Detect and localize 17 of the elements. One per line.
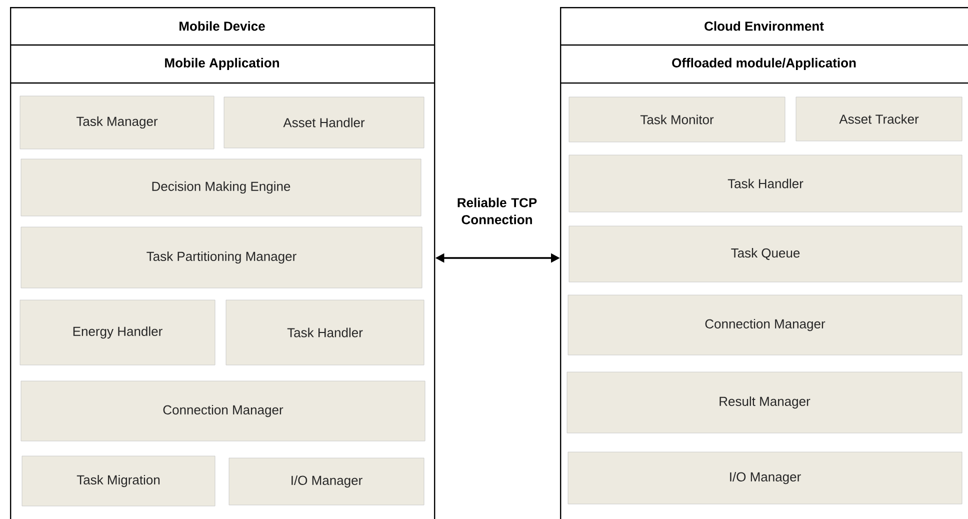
module-box: Result Manager [566, 372, 962, 434]
module-box: Energy Handler [20, 300, 216, 366]
module-box: I/O Manager [568, 452, 962, 504]
module-box: Connection Manager [568, 294, 962, 356]
module-box: Task Monitor [568, 96, 786, 142]
module-box: Task Handler [568, 154, 962, 212]
module-box: I/O Manager [228, 458, 424, 506]
module-box: Task Queue [568, 226, 962, 282]
module-box: Task Partitioning Manager [20, 226, 422, 288]
module-box: Connection Manager [20, 380, 426, 442]
module-box: Task Handler [226, 300, 424, 366]
module-box: Decision Making Engine [20, 158, 422, 216]
module-box: Asset Tracker [796, 96, 962, 142]
module-box: Task Manager [20, 96, 214, 150]
module-box: Asset Handler [224, 96, 424, 148]
edge-label: Reliable TCP Connection [458, 198, 537, 224]
module-box: Task Migration [22, 456, 216, 506]
